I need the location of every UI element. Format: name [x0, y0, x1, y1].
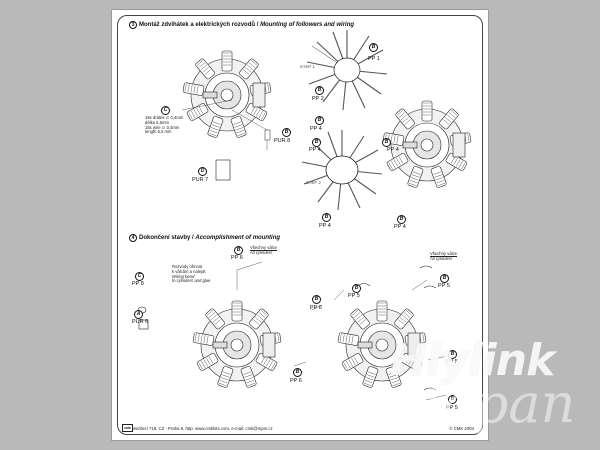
bend-note-en-2: to cylinders and glue — [172, 278, 211, 284]
callout-b: B — [234, 246, 243, 255]
callout-b: B — [312, 295, 321, 304]
label-pur6: PUR 6 — [132, 319, 149, 325]
bend-note-cz-1: Rozvody ohnout — [172, 264, 203, 269]
label-pp5: PP 5 — [446, 405, 458, 411]
label-pp4: PP 4 — [394, 224, 406, 230]
bend-note-en-1: Wiring bend — [172, 273, 195, 279]
label-pp2: PP 2 — [312, 96, 324, 102]
section-4-title-en: Accomplishment of mounting — [195, 235, 281, 241]
step-number-4: 4 — [129, 234, 137, 242]
callout-b: B — [382, 138, 391, 147]
label-pur8: PUR 8 — [274, 138, 291, 144]
all-cylinders-cz: Všechny válce — [430, 251, 457, 256]
section-3-title-cz: Montáž zdvihátek a elektrických rozvodů — [139, 22, 256, 28]
callout-b: B — [352, 284, 361, 293]
label-pp5: PP 5 — [446, 359, 458, 365]
watermark-script: Japan — [420, 372, 576, 435]
section-4-title-cz: Dokončení stavby — [139, 235, 191, 241]
wire-note: 18x drátek ∅ 0,4mm délka 5,5mm 18x wire … — [145, 115, 184, 135]
callout-b: B — [293, 368, 302, 377]
footer-copyright: © CMK 2004 — [449, 426, 474, 431]
label-pp6: PP 6 — [290, 378, 302, 384]
callout-c: C — [135, 272, 144, 281]
label-pp4: PP 4 — [387, 147, 399, 153]
label-pur7: PUR 7 — [192, 177, 209, 183]
sheet-frame — [117, 15, 483, 435]
title-separator: / — [192, 235, 194, 241]
all-cylinders-cz: Všechny válce — [250, 245, 277, 250]
step-number-3: 3 — [129, 21, 137, 29]
footer-address: Mezilesí 718, CZ - Praha 9, http: www.cm… — [132, 426, 273, 431]
step-1-tag: STEP 1 — [300, 64, 315, 69]
callout-b: B — [322, 213, 331, 222]
wire-note-en-2: length 5,5 mm — [145, 129, 172, 135]
engine-diagram-drawing — [137, 29, 472, 401]
label-pp4: PP 4 — [310, 126, 322, 132]
callout-a: A — [134, 310, 143, 319]
wire-note-cz-2: délka 5,5mm — [145, 119, 169, 125]
callout-b: B — [440, 274, 449, 283]
all-cylinders-en: All cylinders — [430, 255, 453, 261]
label-pp1: PP 1 — [368, 56, 380, 62]
callout-b: B — [312, 138, 321, 147]
callout-b: B — [448, 350, 457, 359]
watermark-brand: Hlylink — [390, 335, 555, 386]
label-pp6: PP 6 — [231, 255, 243, 261]
callout-d: D — [198, 167, 207, 176]
cmk-logo: CMK — [122, 424, 133, 432]
callout-b: B — [397, 215, 406, 224]
step-2-tag: STEP 2 — [306, 180, 321, 185]
label-pp5: PP 5 — [348, 293, 360, 299]
wire-note-en-1: 18x wire ∅ 0,4mm — [145, 124, 180, 130]
all-cylinders-note: Všechny válce All cylinders — [250, 245, 277, 256]
label-pp5: PP 5 — [438, 283, 450, 289]
label-pp4: PP 4 — [309, 147, 321, 153]
bend-note: Rozvody ohnout k válcům a nalepit Wiring… — [172, 264, 211, 284]
callout-b: B — [369, 43, 378, 52]
label-pp6: PP 6 — [310, 305, 322, 311]
callout-b: B — [282, 128, 291, 137]
label-pp4: PP 4 — [319, 223, 331, 229]
bend-note-cz-2: k válcům a nalepit — [172, 268, 206, 274]
all-cylinders-en: All cylinders — [250, 249, 273, 255]
callout-b: B — [448, 395, 457, 404]
callout-c: C — [161, 106, 170, 115]
title-separator: / — [256, 22, 259, 28]
callout-b: B — [315, 86, 324, 95]
all-cylinders-note-2: Všechny válce All cylinders — [430, 251, 457, 262]
wire-note-cz-1: 18x drátek ∅ 0,4mm — [145, 115, 184, 120]
section-3-title-en: Mounting of followers and wiring — [260, 22, 355, 28]
label-pp8: PP 8 — [132, 281, 144, 287]
callout-b: B — [315, 116, 324, 125]
